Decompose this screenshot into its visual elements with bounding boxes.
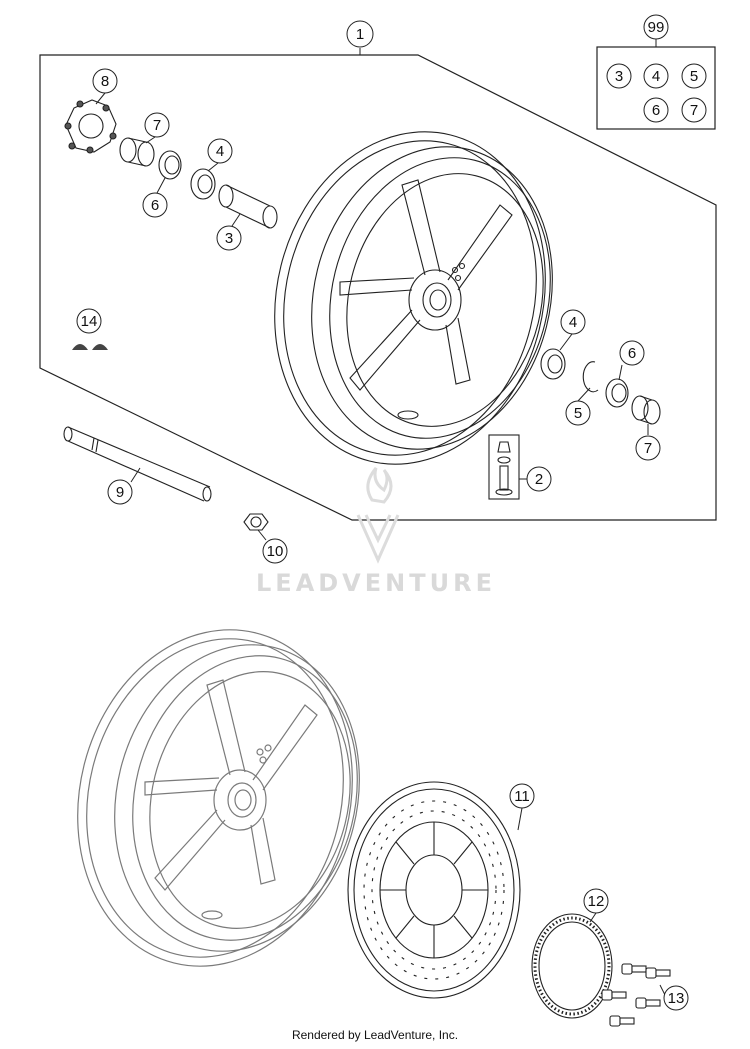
svg-text:4: 4: [216, 143, 224, 160]
footer-credit: Rendered by LeadVenture, Inc.: [291, 1028, 459, 1042]
callout-13: 13: [659, 984, 689, 1011]
callout-4-left: 4: [207, 138, 233, 172]
balance-weights: [72, 344, 108, 350]
callout-9: 9: [107, 467, 141, 505]
callout-6-left: 6: [142, 177, 168, 218]
spacer-right: [631, 395, 661, 425]
svg-text:2: 2: [535, 471, 543, 488]
svg-text:3: 3: [615, 68, 623, 85]
svg-text:12: 12: [588, 893, 605, 910]
brake-disc: [347, 781, 521, 999]
svg-text:7: 7: [153, 117, 161, 134]
svg-text:9: 9: [116, 484, 124, 501]
svg-text:5: 5: [690, 68, 698, 85]
svg-text:3: 3: [225, 230, 233, 247]
callout-7-right: 7: [635, 424, 661, 461]
spacer-left: [119, 137, 155, 167]
callout-7-left: 7: [144, 112, 170, 144]
callout-12: 12: [583, 888, 609, 923]
svg-text:1: 1: [356, 26, 364, 43]
wheel-spindle: [63, 426, 212, 502]
svg-text:10: 10: [267, 543, 284, 560]
svg-text:13: 13: [668, 990, 685, 1007]
callout-11: 11: [509, 783, 535, 831]
circlip: [582, 361, 599, 393]
svg-text:4: 4: [569, 314, 577, 331]
callout-kit-7: 7: [681, 97, 707, 123]
valve-kit: [488, 434, 520, 500]
spacer-sleeve: [218, 184, 278, 229]
sprocket-carrier: [64, 99, 117, 154]
callout-14: 14: [76, 308, 102, 334]
callout-kit-5: 5: [681, 63, 707, 89]
bearing-left: [190, 168, 216, 200]
seal-right: [605, 378, 629, 408]
callout-10: 10: [257, 529, 288, 564]
seal-left: [158, 150, 182, 180]
axle-nut: [243, 513, 269, 531]
callout-99: 99: [643, 14, 669, 40]
bearing-right: [540, 348, 566, 380]
svg-text:99: 99: [648, 19, 665, 36]
callout-6-right: 6: [618, 340, 645, 381]
callout-kit-6: 6: [643, 97, 669, 123]
svg-text:14: 14: [81, 313, 98, 330]
svg-text:5: 5: [574, 405, 582, 422]
callout-kit-3: 3: [606, 63, 632, 89]
callout-3: 3: [216, 213, 242, 251]
front-wheel-rim: [274, 131, 553, 465]
svg-text:11: 11: [514, 788, 530, 805]
svg-text:6: 6: [151, 197, 159, 214]
svg-text:6: 6: [628, 345, 636, 362]
callout-kit-4: 4: [643, 63, 669, 89]
callout-4-right: 4: [559, 309, 586, 351]
watermark-text: LEADVENTURE: [256, 569, 496, 597]
watermark-logo: [356, 467, 400, 564]
abs-tone-ring: [531, 913, 613, 1019]
svg-text:6: 6: [652, 102, 660, 119]
svg-text:7: 7: [644, 440, 652, 457]
front-wheel-reference: [77, 629, 360, 967]
svg-text:4: 4: [652, 68, 660, 85]
screws: [601, 963, 671, 1027]
assembly-frame: [39, 54, 717, 521]
svg-text:7: 7: [690, 102, 698, 119]
svg-text:8: 8: [101, 73, 109, 90]
callout-2: 2: [519, 466, 552, 492]
callout-5-right: 5: [565, 387, 591, 426]
callout-8: 8: [92, 68, 118, 105]
callout-1: 1: [346, 20, 374, 55]
